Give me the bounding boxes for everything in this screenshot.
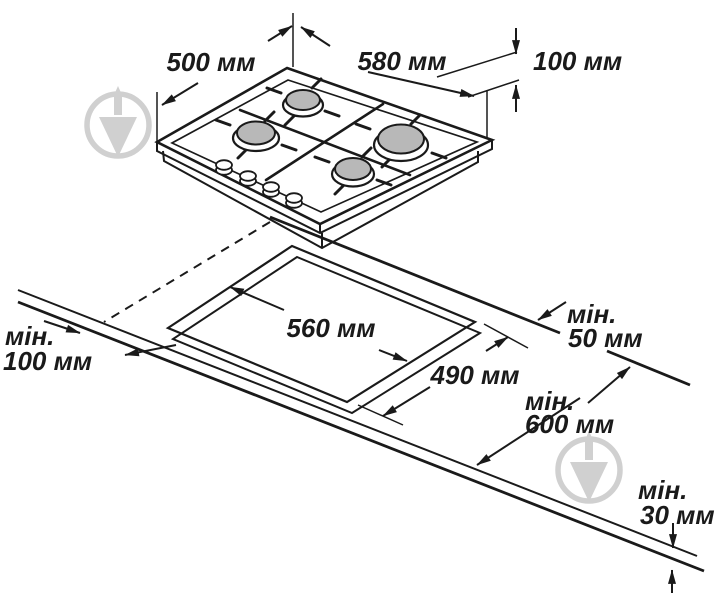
dimension-arrow [537, 301, 567, 321]
back-clearance-min-label: мін. [567, 299, 616, 329]
control-knobs [215, 159, 303, 209]
burner-back-center [281, 89, 325, 118]
dimension-arrow [378, 349, 408, 362]
left-clearance-min-label: мін. [5, 321, 54, 351]
worktop-thickness-value-label: 30 мм [640, 500, 715, 530]
worktop-depth-value-label: 600 мм [525, 409, 614, 439]
worktop-back-edge [269, 215, 561, 335]
dimension-arrow [587, 366, 631, 404]
burner-front-center [330, 157, 376, 188]
pan-support-bar [264, 102, 385, 182]
extension-line [483, 323, 529, 349]
dimension-arrow [267, 25, 293, 42]
cutout-opening-outer [165, 244, 478, 404]
burner-right-large [372, 123, 430, 163]
hob-height-label: 100 мм [533, 46, 622, 76]
dimension-arrow [43, 320, 81, 334]
dimension-arrow [367, 71, 475, 97]
worktop-front-edge-bottom [17, 300, 705, 573]
dimension-arrow [229, 286, 285, 311]
watermark-arrow-shaft-icon [585, 431, 593, 460]
watermark-arrow-shaft-icon [114, 86, 122, 115]
pan-support-fingers [214, 77, 448, 196]
hob-dimensions: 500 мм 580 мм 100 мм [156, 13, 622, 145]
dimension-arrow [382, 386, 431, 417]
cutout-width-label: 560 мм [286, 313, 375, 343]
cutout-depth-label: 490 мм [429, 360, 519, 390]
dimension-arrow [124, 344, 177, 357]
left-clearance-value-label: 100 мм [3, 346, 92, 376]
burner-left [231, 120, 281, 153]
back-clearance-value-label: 50 мм [568, 323, 643, 353]
extension-line [467, 79, 520, 98]
gas-hob-drawing [154, 66, 496, 250]
hob-body [162, 150, 479, 250]
dimension-arrow [485, 336, 509, 352]
worktop-back-edge-continuation [606, 349, 691, 387]
watermark-logo-top [84, 86, 152, 159]
worktop-depth-min-label: мін. [525, 386, 574, 416]
cutout-opening-inner [170, 255, 483, 415]
extension-line [436, 51, 518, 78]
dimension-arrow [300, 26, 331, 47]
watermark-arrow-head-icon [99, 117, 137, 157]
dimension-arrow [476, 397, 581, 466]
watermark-arrow-head-icon [570, 462, 608, 502]
projection-dashed-line [103, 221, 271, 323]
hob-depth-label: 500 мм [166, 47, 255, 77]
dimension-arrow [161, 82, 199, 106]
watermark-logo-bottom [555, 431, 623, 504]
worktop-drawing: 560 мм 490 мм мін. 100 мм мін. 50 мм мін… [3, 215, 715, 593]
extension-line [357, 404, 404, 426]
hob-width-label: 580 мм [357, 46, 446, 76]
hob-rim-side [156, 140, 493, 235]
worktop-front-edge-top [17, 289, 698, 557]
worktop-thickness-min-label: мін. [638, 475, 687, 505]
